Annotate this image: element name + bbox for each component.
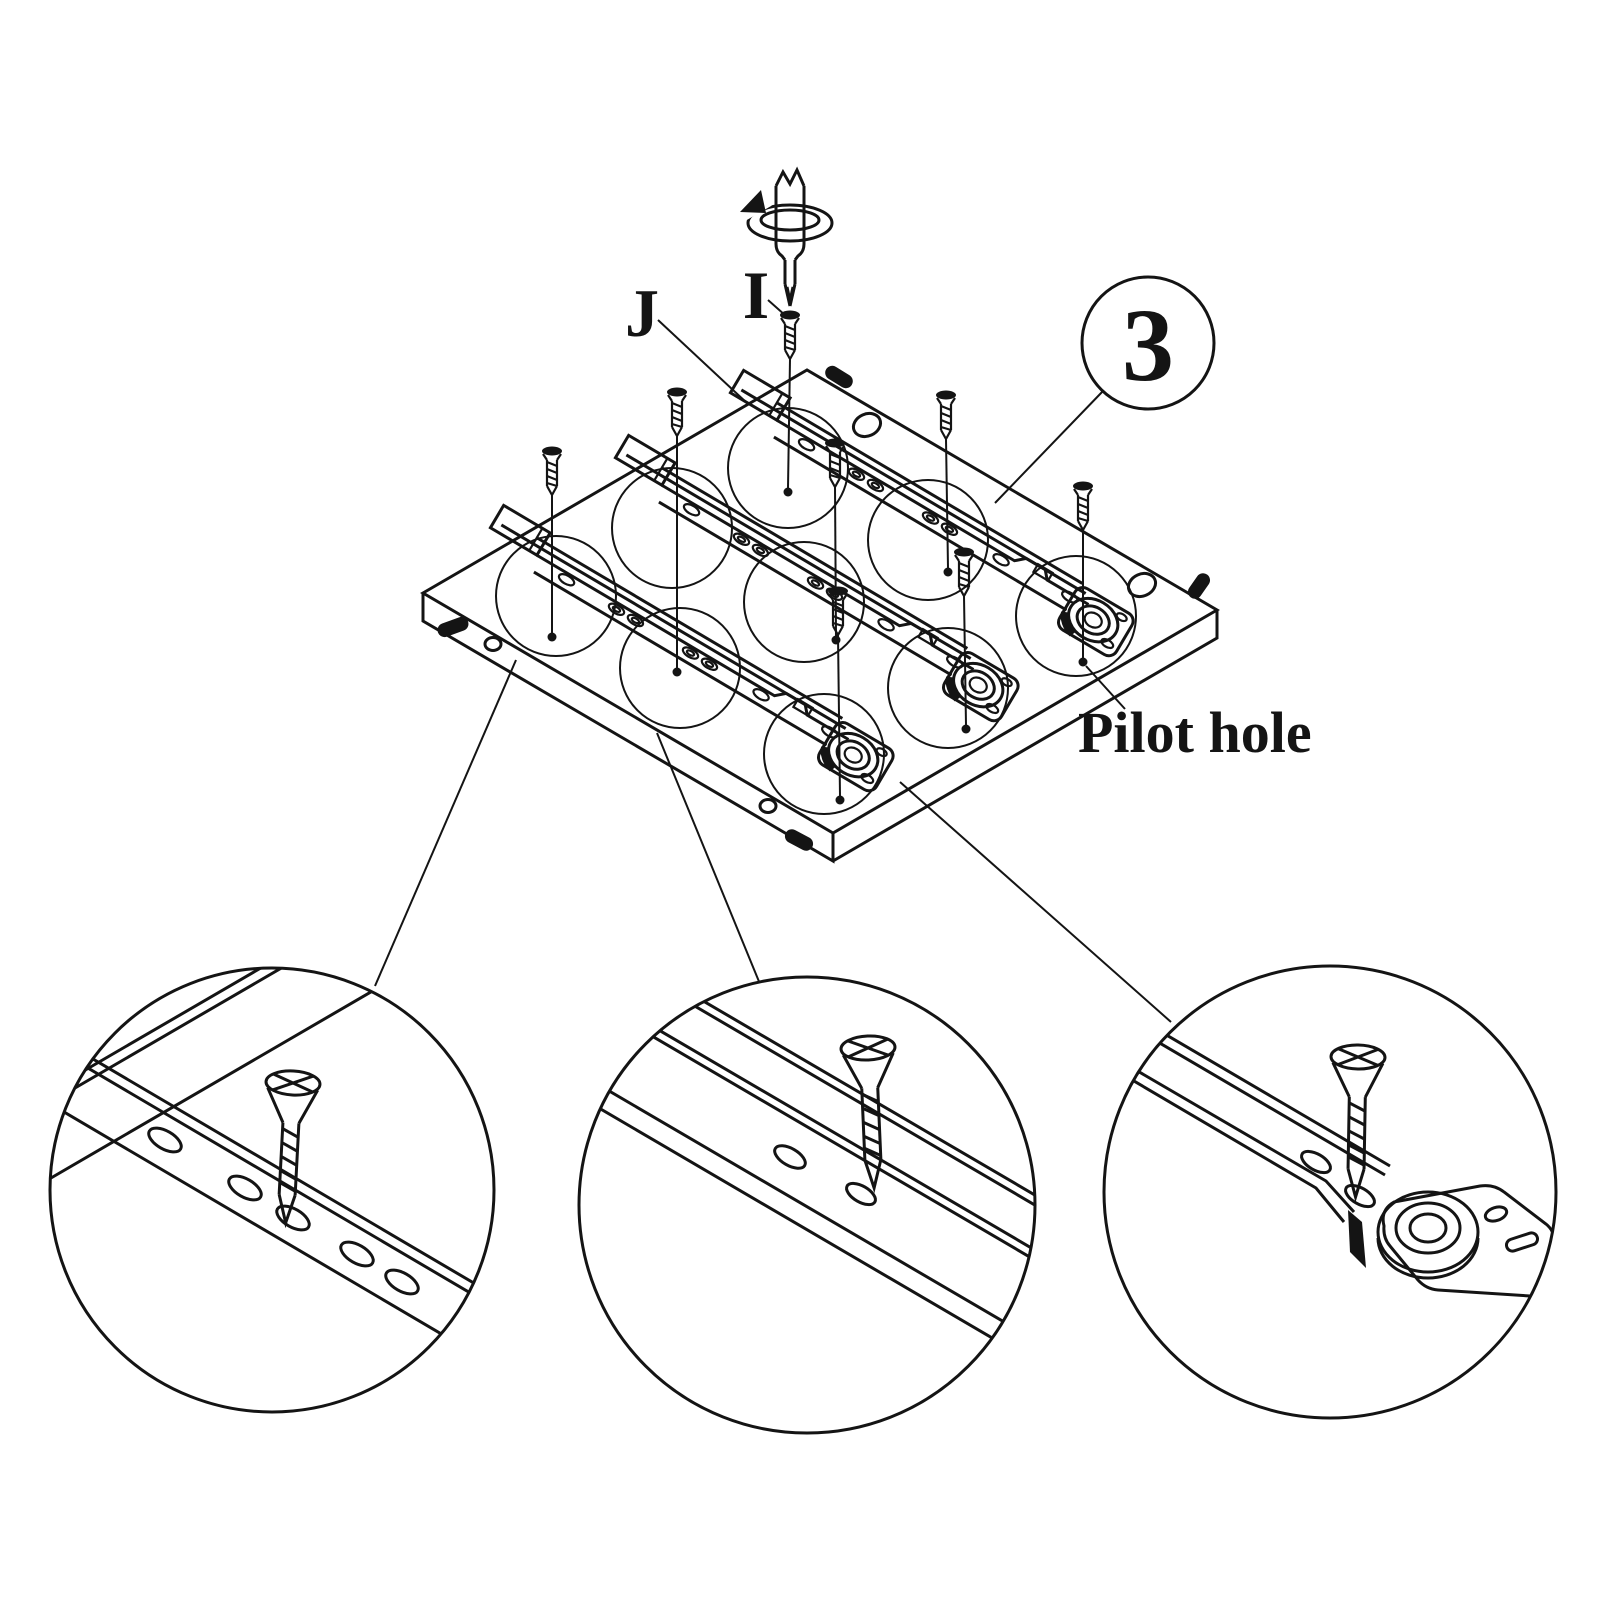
pilot-hole-callout: Pilot hole xyxy=(1078,665,1312,765)
screw-icon xyxy=(934,389,958,577)
drawer-rail-middle xyxy=(595,433,1030,728)
label-panel-number: 3 xyxy=(1122,288,1174,403)
label-screw: I xyxy=(743,257,769,333)
detail-leader-lines xyxy=(374,659,1172,1023)
leader-line-i xyxy=(767,299,787,317)
screw-location-circle xyxy=(495,407,1137,815)
panel-hole xyxy=(483,411,1158,814)
screw-icon xyxy=(952,546,976,734)
rotation-arrow-icon xyxy=(728,181,834,243)
label-rail: J xyxy=(625,275,659,351)
screw-icon xyxy=(540,445,564,642)
screws-exploded xyxy=(540,309,1095,805)
screw-icon xyxy=(778,309,802,497)
detail-circle-middle xyxy=(577,975,1037,1435)
screw-icon xyxy=(665,386,689,677)
callouts: J I 3 Pilot hole xyxy=(625,257,1312,765)
screwdriver-icon xyxy=(728,166,834,307)
leader-line-j xyxy=(657,319,749,405)
pilot-hole-label: Pilot hole xyxy=(1078,700,1312,765)
part-number-balloon: 3 xyxy=(994,275,1216,504)
screw-icon xyxy=(1071,480,1095,667)
screw-icon xyxy=(826,585,850,805)
panel-dowel-peg xyxy=(437,365,1211,851)
leader-line-pilot-hole xyxy=(1085,665,1126,710)
detail-circle-left xyxy=(48,966,496,1414)
detail-circle-right xyxy=(1102,964,1558,1420)
leader-line-3 xyxy=(994,390,1104,504)
panel-board xyxy=(420,365,1220,864)
